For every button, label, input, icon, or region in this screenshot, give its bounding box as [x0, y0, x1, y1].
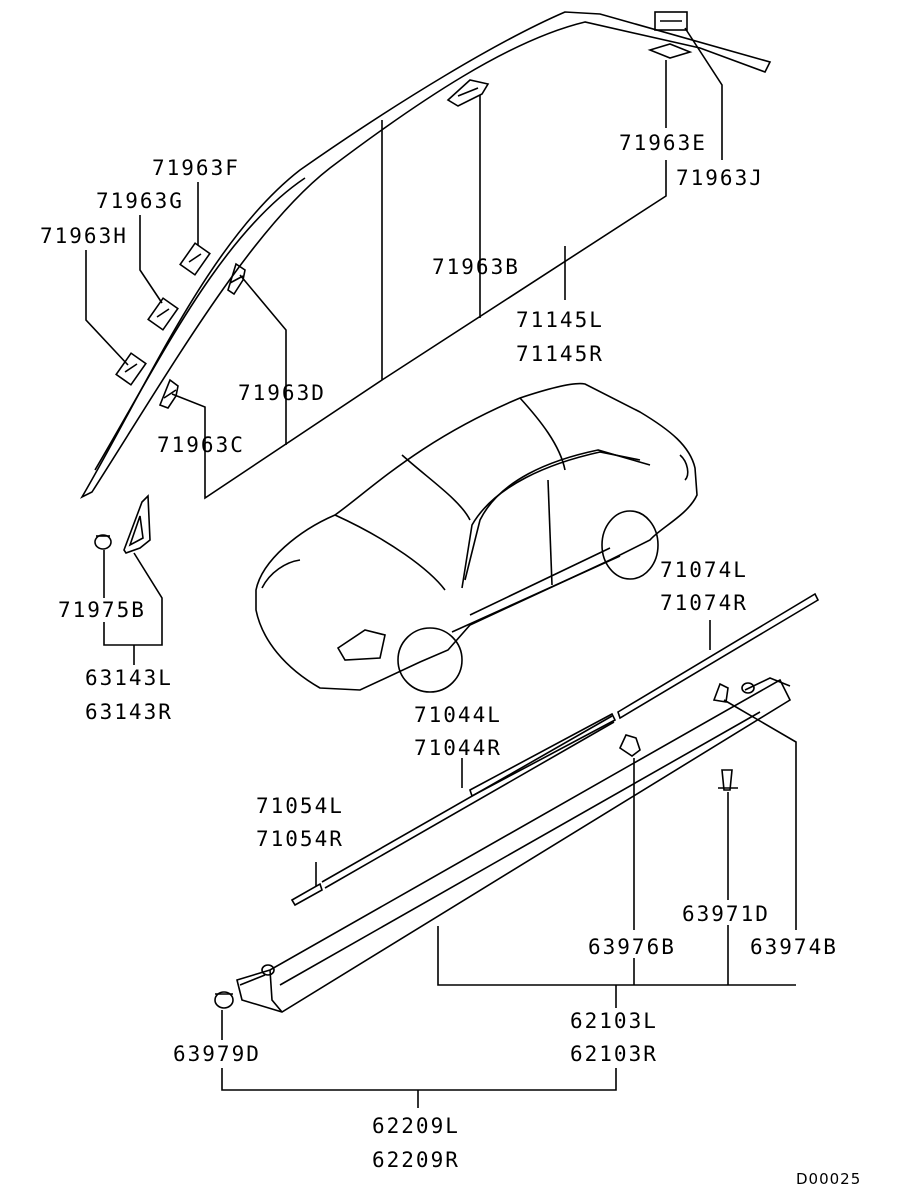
callout-62103r: 62103R [570, 1042, 658, 1066]
callout-62103l: 62103L [570, 1009, 658, 1033]
roof-drip-molding [79, 11, 772, 499]
clip-63976b [618, 734, 641, 757]
clip-63979d [214, 991, 234, 1009]
screw-63971d [718, 769, 738, 791]
callout-63976b: 63976B [588, 935, 676, 959]
callout-63974b: 63974B [750, 935, 838, 959]
clip-71963h [115, 352, 147, 386]
clip-71963g [147, 297, 179, 331]
side-sill-garnish [236, 677, 792, 1013]
leaders-roof [85, 27, 723, 500]
callout-63971d: 63971D [682, 902, 770, 926]
callout-71044l: 71044L [414, 703, 502, 727]
callout-71963j: 71963J [676, 166, 764, 190]
callout-63143l: 63143L [85, 666, 173, 690]
callout-71074l: 71074L [660, 558, 748, 582]
door-molding [290, 715, 615, 907]
diagram-code: D00025 [796, 1170, 862, 1187]
leaders-delta [103, 550, 163, 665]
clip-71963c [158, 378, 179, 409]
callout-71054l: 71054L [256, 794, 344, 818]
callout-71975b: 71975B [58, 598, 146, 622]
callout-63979d: 63979D [173, 1042, 261, 1066]
callout-62209r: 62209R [372, 1148, 460, 1172]
callout-62209l: 62209L [372, 1114, 460, 1138]
callout-71054r: 71054R [256, 827, 344, 851]
callout-71044r: 71044R [414, 736, 502, 760]
clip-71975b [94, 534, 112, 550]
callout-71963d: 71963D [238, 381, 326, 405]
clip-71963f [179, 242, 211, 276]
callout-71963b: 71963B [432, 255, 520, 279]
belt-molding [469, 592, 820, 798]
clip-71963j [654, 11, 688, 31]
car-body-outline [255, 382, 698, 693]
callout-71963f: 71963F [152, 156, 240, 180]
callout-71963h: 71963H [40, 224, 128, 248]
callout-71074r: 71074R [660, 591, 748, 615]
callout-71145l: 71145L [516, 308, 604, 332]
callout-63143r: 63143R [85, 700, 173, 724]
clip-71963b [446, 79, 490, 107]
leaders-lower [221, 699, 797, 1108]
delta-cover [123, 494, 151, 554]
callout-71963c: 71963C [157, 433, 245, 457]
callout-71963g: 71963G [96, 189, 184, 213]
clip-63974b [712, 682, 729, 703]
callout-71145r: 71145R [516, 342, 604, 366]
callout-71963e: 71963E [619, 131, 707, 155]
clip-71963e [647, 43, 693, 59]
